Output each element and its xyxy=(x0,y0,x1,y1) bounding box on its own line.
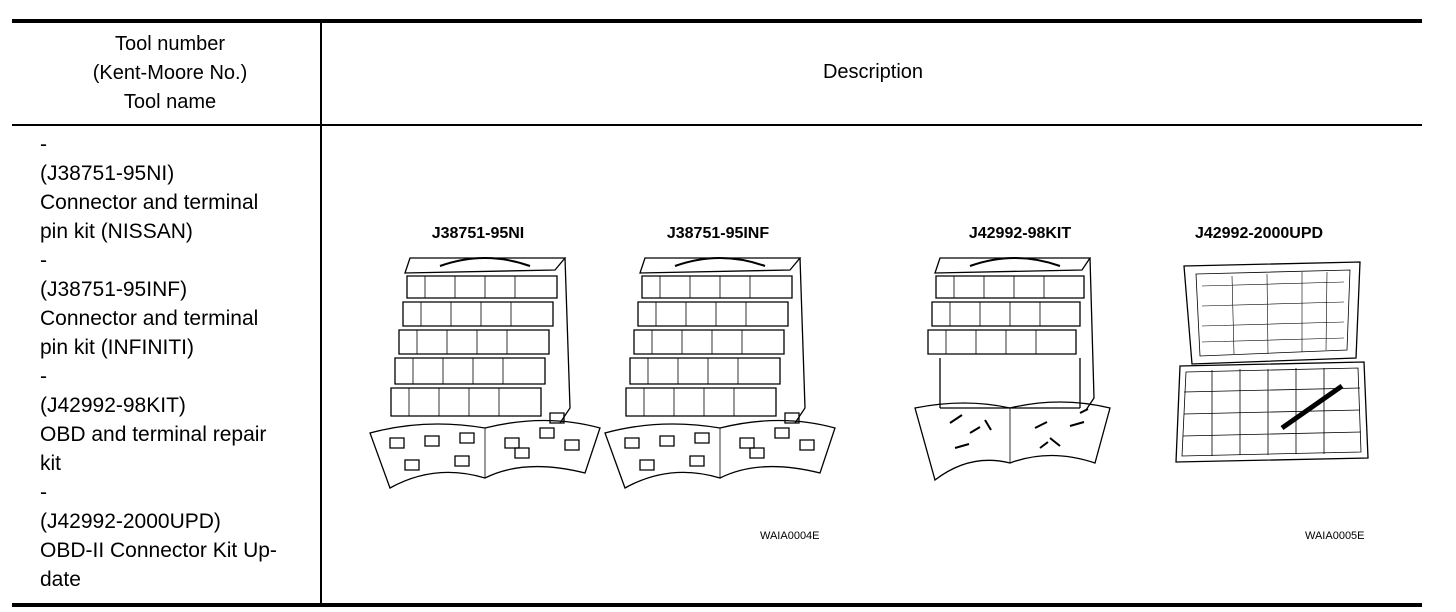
connector-kit-cabinet-illustration xyxy=(365,248,605,508)
tool-number: (J42992-2000UPD) xyxy=(40,510,221,533)
tool-name: OBD and terminal repair xyxy=(40,423,267,446)
connector-kit-cabinet-illustration xyxy=(600,248,840,508)
header-line-tool-name: Tool name xyxy=(123,91,217,113)
figure-ref-code-right: WAIA0005E xyxy=(1305,530,1365,542)
tool-name: kit xyxy=(40,452,61,475)
tool-number: (J42992-98KIT) xyxy=(40,394,186,417)
tool-dash: - xyxy=(40,365,47,388)
header-tool-number: Tool number (Kent-Moore No.) Tool name xyxy=(22,30,318,117)
tool-name: date xyxy=(40,568,81,591)
tool-list: - (J38751-95NI) Connector and terminal p… xyxy=(40,130,312,594)
table-column-divider xyxy=(320,23,322,603)
header-line-kent-moore: (Kent-Moore No.) xyxy=(92,62,248,84)
tool-number: (J38751-95NI) xyxy=(40,162,175,185)
header-line-tool-number: Tool number xyxy=(114,33,226,55)
tool-dash: - xyxy=(40,133,47,156)
tool-name: pin kit (INFINITI) xyxy=(40,336,195,359)
tool-name: pin kit (NISSAN) xyxy=(40,220,193,243)
tool-name: Connector and terminal xyxy=(40,191,259,214)
figure-label-j38751-95ni: J38751-95NI xyxy=(431,225,525,242)
tool-dash: - xyxy=(40,249,47,272)
table-header-rule xyxy=(12,124,1422,126)
figure-label-j38751-95inf: J38751-95INF xyxy=(666,225,770,242)
figure-label-j42992-98kit: J42992-98KIT xyxy=(968,225,1072,242)
header-description: Description xyxy=(822,61,924,83)
tool-name: OBD-II Connector Kit Up- xyxy=(40,539,277,562)
table-top-rule xyxy=(12,19,1422,23)
figure-label-j42992-2000upd: J42992-2000UPD xyxy=(1194,225,1324,242)
table-bottom-rule xyxy=(12,603,1422,607)
figure-ref-code-left: WAIA0004E xyxy=(760,530,820,542)
tool-number: (J38751-95INF) xyxy=(40,278,188,301)
tool-dash: - xyxy=(40,481,47,504)
connector-kit-update-case-illustration xyxy=(1172,258,1372,473)
tool-name: Connector and terminal xyxy=(40,307,259,330)
terminal-repair-kit-illustration xyxy=(910,248,1120,493)
